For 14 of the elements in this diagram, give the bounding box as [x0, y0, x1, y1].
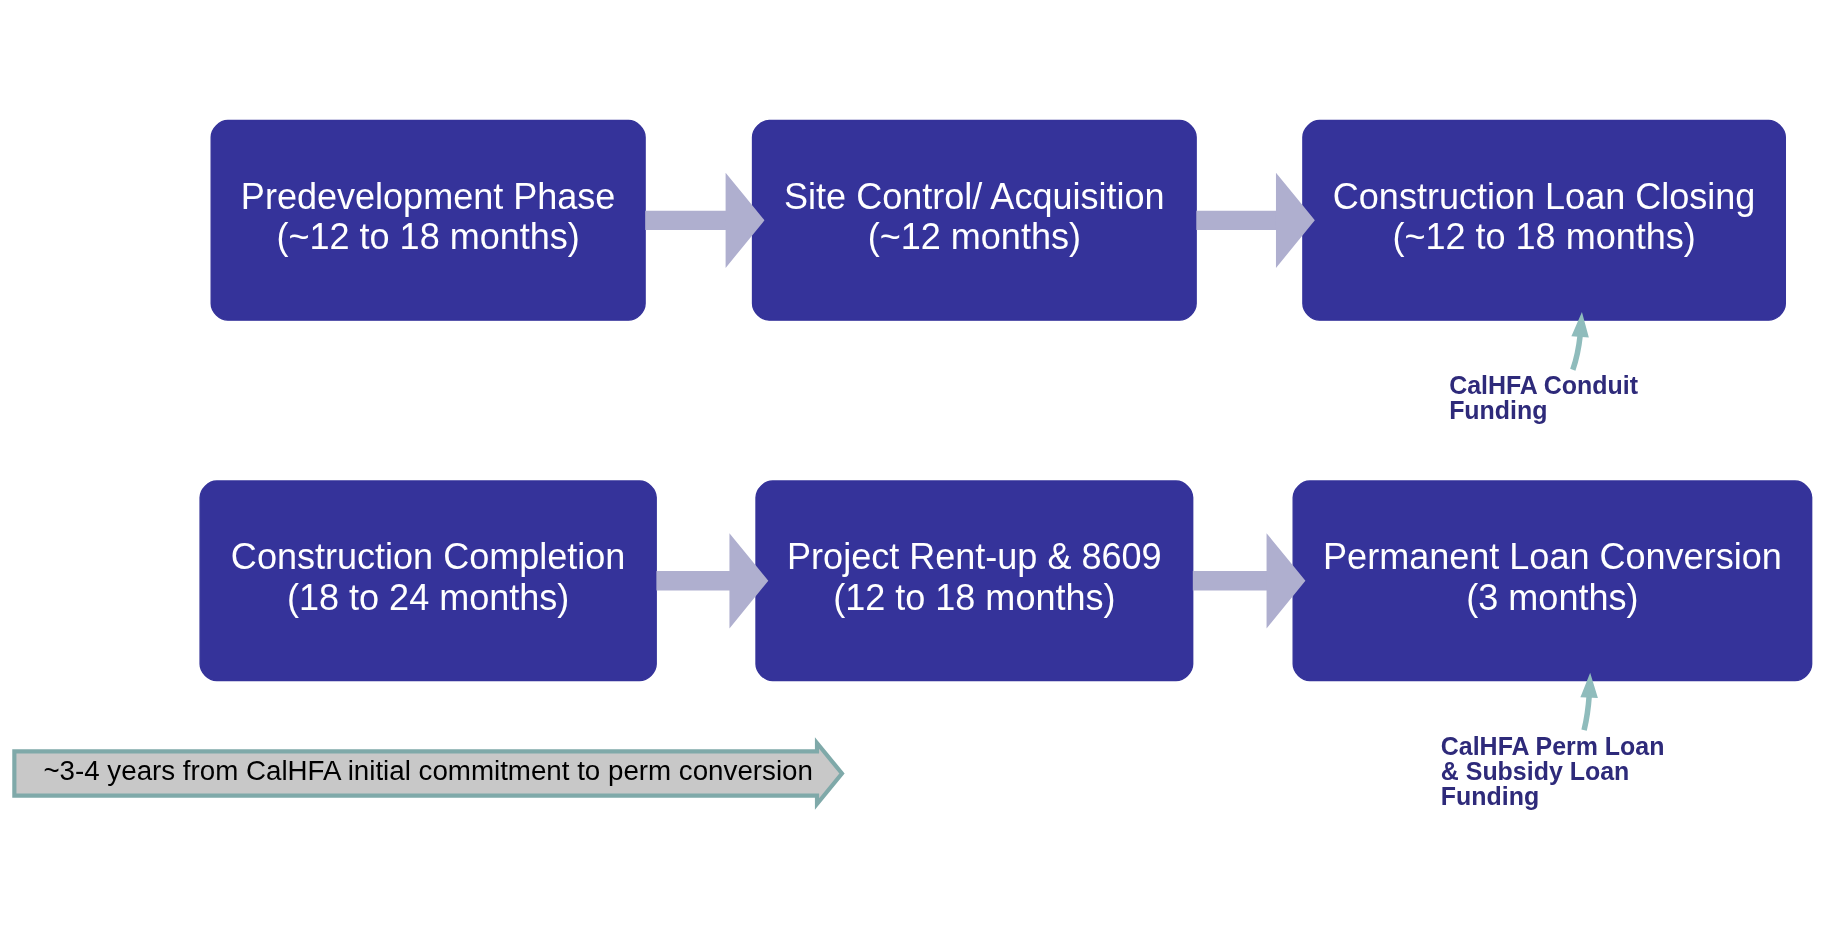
- node-box: Permanent Loan Conversion (3 months): [1292, 480, 1813, 682]
- arrow: [1196, 172, 1315, 268]
- node-text: CalHFA Perm Loan & Subsidy Loan Funding: [1440, 731, 1665, 810]
- node-text: CalHFA Conduit Funding: [1449, 371, 1638, 425]
- arrow: [656, 533, 769, 629]
- arrow: [1192, 533, 1306, 629]
- node-box: Predevelopment Phase (~12 to 18 months): [210, 119, 646, 321]
- node-box: Site Control/ Acquisition (~12 months): [751, 119, 1197, 321]
- arrow: [1570, 311, 1589, 371]
- node-box: Project Rent-up & 8609 (12 to 18 months): [755, 480, 1194, 682]
- arrow: [1580, 672, 1598, 731]
- node-box: Construction Loan Closing (~12 to 18 months): [1302, 119, 1786, 321]
- arrow: [645, 172, 765, 268]
- node-box: Construction Completion (18 to 24 months): [199, 480, 657, 682]
